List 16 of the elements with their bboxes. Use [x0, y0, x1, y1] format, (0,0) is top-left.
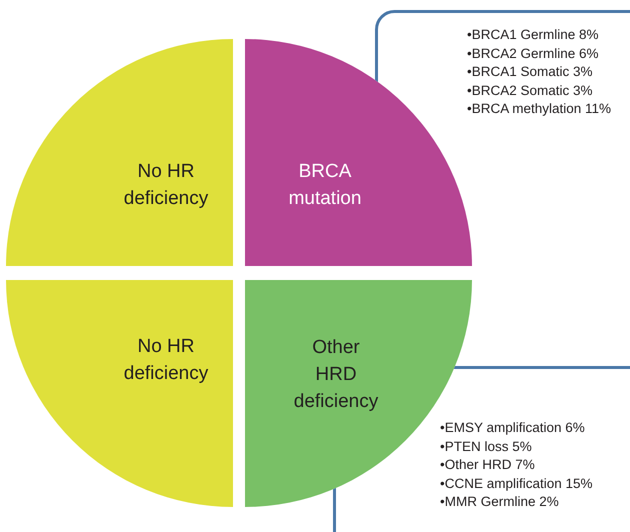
list-item: •BRCA1 Somatic 3%: [467, 63, 593, 81]
list-item: •BRCA2 Germline 6%: [467, 44, 599, 62]
list-item: •CCNE amplification 15%: [440, 474, 593, 493]
list-item: •EMSY amplification 6%: [440, 419, 585, 437]
list-item: •BRCA1 Germline 8%: [467, 26, 599, 44]
segment-label: No HR deficiency: [122, 160, 210, 211]
quarter-segment: [6, 39, 233, 266]
segment-label: Other HRD deficiency: [292, 336, 380, 414]
list-item: •BRCA2 Somatic 3%: [467, 82, 593, 100]
list-item: •BRCA methylation 11%: [467, 100, 612, 118]
segment-label: No HR deficiency: [122, 335, 210, 386]
quarter-segment: [6, 280, 233, 507]
list-item: •Other HRD 7%: [440, 456, 535, 474]
list-item: •PTEN loss 5%: [440, 438, 532, 456]
list-item: •MMR Germline 2%: [440, 493, 559, 511]
segment-label: BRCA mutation: [288, 160, 362, 211]
